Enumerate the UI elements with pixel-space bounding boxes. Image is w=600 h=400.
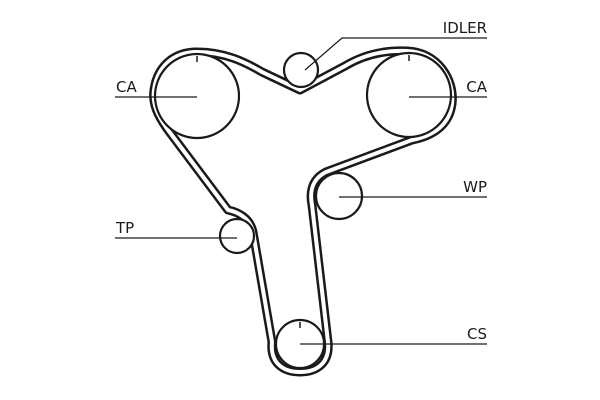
crankshaft-label: CS: [467, 325, 487, 343]
labels: IDLER CA CA WP TP CS: [115, 19, 488, 343]
tensioner-pulley: [218, 217, 256, 255]
camshaft-right-label: CA: [466, 78, 487, 96]
camshaft-left-label: CA: [116, 78, 137, 96]
idler-leader-line: [304, 37, 487, 71]
camshaft-right-pulley: [365, 51, 453, 139]
tensioner-label: TP: [115, 219, 134, 237]
water-pump-pulley: [314, 171, 364, 221]
pulleys: [153, 51, 453, 370]
camshaft-left-pulley: [153, 52, 241, 140]
water-pump-label: WP: [463, 178, 487, 196]
idler-label: IDLER: [443, 19, 487, 37]
leader-lines: [115, 37, 487, 345]
idler-pulley: [282, 51, 320, 89]
